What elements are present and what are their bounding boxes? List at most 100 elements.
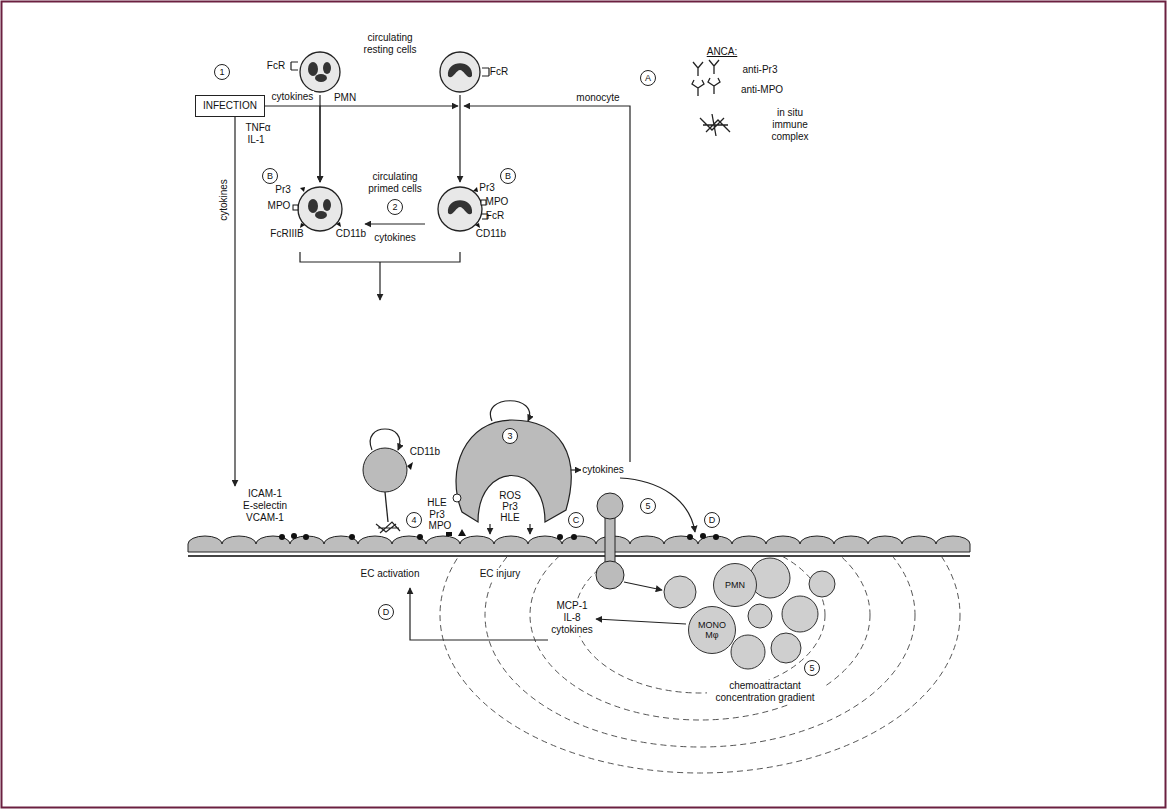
infiltrate-cell — [664, 558, 835, 669]
cd11b-marker — [336, 222, 341, 227]
cell-illustration — [262, 50, 344, 95]
text-label: E-selectin — [242, 500, 288, 512]
cell-label: FcR — [490, 66, 508, 78]
degranulating-cell — [453, 420, 571, 522]
cell-label: CD11b — [476, 228, 506, 240]
connector — [319, 95, 320, 182]
text-label: EC injury — [479, 568, 522, 580]
cell-membrane — [298, 187, 342, 231]
cell-label: FcR — [267, 60, 285, 72]
nucleus-lobe — [315, 211, 327, 219]
text-label: chemoattractant concentration gradient — [707, 680, 824, 704]
text-label: cytokines — [581, 464, 625, 476]
process-box: INFECTION — [195, 95, 265, 117]
callout-number: B — [262, 168, 278, 184]
pr3-marker — [300, 187, 305, 192]
nucleus — [448, 63, 472, 77]
text-label: MPO — [428, 520, 453, 532]
flow-line — [235, 106, 695, 640]
legend-text: anti-Pr3 — [741, 64, 778, 76]
edge-label: cytokines — [373, 232, 417, 244]
adhesion-molecule — [303, 534, 309, 540]
infiltrate-cell — [782, 596, 818, 632]
flow-line — [234, 117, 235, 486]
edge-label: cytokines — [271, 91, 315, 103]
transmigrating-cell — [596, 493, 624, 589]
flow-line — [490, 401, 529, 421]
adherent-cell — [385, 492, 388, 522]
callout-number: D — [378, 604, 394, 620]
callout-number: 3 — [502, 428, 518, 444]
mpo-marker — [293, 205, 298, 210]
degranulating-cell — [456, 420, 571, 522]
cell-membrane — [300, 52, 340, 92]
node-text: INFECTION — [203, 100, 257, 112]
text-label: PMN — [333, 92, 357, 104]
flow-line — [320, 105, 458, 106]
adherent-cell — [363, 448, 407, 492]
cell-illustration — [425, 182, 525, 244]
adherent-cell — [376, 522, 400, 533]
gradient-arcs — [530, 556, 870, 720]
text-label: TNFα — [244, 122, 271, 134]
node-text: PMN — [720, 580, 750, 590]
flow-line — [596, 619, 686, 624]
text-label: monocyte — [575, 92, 620, 104]
nucleus-lobe — [315, 74, 327, 82]
text-label: cytokines — [550, 624, 594, 636]
antibody-symbol — [692, 60, 730, 136]
text-label: HLE — [426, 497, 447, 509]
nucleus-lobe — [323, 199, 331, 211]
adhesion-molecule — [700, 533, 706, 539]
node-text: MONO Mφ — [695, 620, 729, 640]
cell-node: FcR — [435, 50, 515, 95]
adhesion-molecule — [279, 529, 719, 540]
flow-line — [370, 429, 400, 450]
text-label: VCAM-1 — [245, 512, 285, 524]
fcr-marker — [300, 223, 305, 228]
nucleus-lobe — [323, 62, 331, 74]
infiltrate-cell — [748, 604, 772, 628]
text-label: MCP-1 — [555, 600, 588, 612]
nucleus-lobe — [308, 62, 318, 76]
text-label: CD11b — [409, 446, 441, 458]
adhesion-molecule — [349, 534, 355, 540]
transmigrating-cell — [605, 514, 615, 566]
flow-line — [489, 524, 490, 534]
text-label: EC activation — [360, 568, 421, 580]
text-label: IL-1 — [246, 134, 265, 146]
infiltrate-cell — [664, 576, 696, 608]
transmigrating-cell — [597, 493, 623, 519]
infiltrate-cell — [771, 633, 801, 663]
cell-membrane — [440, 52, 480, 92]
cell-label: MPO — [268, 200, 291, 212]
fc-receptor — [291, 62, 298, 70]
text-label: cytokines — [218, 178, 230, 222]
legend-title: ANCA: — [706, 46, 739, 58]
adhesion-molecule — [417, 534, 423, 540]
antibody-symbol — [692, 78, 720, 96]
callout-number: A — [640, 70, 656, 86]
mpo-marker — [481, 200, 486, 205]
gradient-arcs — [440, 556, 960, 773]
connector — [459, 95, 460, 182]
antibody-symbol — [700, 114, 730, 136]
flow-line — [379, 262, 380, 300]
gradient-arcs — [440, 556, 960, 773]
flow-line — [464, 106, 630, 462]
legend-text: anti-MPO — [740, 84, 784, 96]
callout-number: 5 — [640, 498, 656, 514]
gradient-arcs — [485, 556, 915, 747]
callout-number: B — [500, 168, 516, 184]
cell-node: Pr3MPOFcRIIIBCD11b — [265, 182, 365, 244]
text-label: HLE — [499, 512, 520, 524]
transmigrating-cell — [596, 561, 624, 589]
connector — [365, 223, 425, 224]
text-wrap: PMN — [720, 580, 750, 590]
cell-circle: MONO Mφ — [688, 606, 736, 654]
adhesion-molecule — [571, 534, 577, 540]
legend-text: in situ immune complex — [759, 107, 821, 143]
cell-label: Pr3 — [275, 184, 291, 196]
